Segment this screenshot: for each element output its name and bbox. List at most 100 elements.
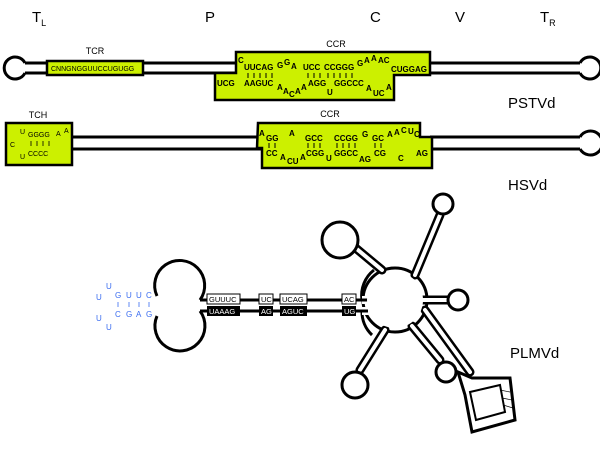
nucleotide-label: U [106, 323, 112, 332]
nucleotide-label: AG [416, 149, 428, 158]
nucleotide-label: A [366, 84, 372, 93]
nucleotide-label: CUGGAG [391, 65, 427, 74]
nucleotide-label: AGG [308, 79, 326, 88]
nucleotide-label: AGUC [282, 307, 304, 316]
hsvd-ccr-bottom-seq: CC A CU A CGG U GGCC AG CG C AG [266, 149, 428, 166]
nucleotide-label: G [357, 59, 363, 68]
hsvd-ccr-box [255, 121, 434, 170]
nucleotide-label: U [106, 282, 112, 291]
nucleotide-label: AC [344, 295, 355, 304]
nucleotide-label: UCG [217, 79, 235, 88]
nucleotide-label: A [289, 129, 295, 138]
nucleotide-label: A [283, 87, 289, 96]
nucleotide-label: CCGG [334, 134, 358, 143]
nucleotide-label: U [126, 291, 132, 300]
nucleotide-label: CU [287, 157, 299, 166]
nucleotide-label: C [115, 310, 121, 319]
nucleotide-label: A [387, 130, 393, 139]
nucleotide-label: A [364, 56, 370, 65]
nucleotide-label: UC [373, 89, 385, 98]
pstvd-structure: TCR CNNGNGGUUCCUGUGG CCR C UUCAG G G A U… [2, 39, 600, 112]
hsvd-ccr-label: CCR [320, 109, 340, 119]
nucleotide-label: GUUUC [209, 295, 237, 304]
nucleotide-label: U [327, 88, 333, 97]
nucleotide-label: U [96, 293, 102, 302]
nucleotide-label: CCCC [28, 151, 48, 158]
nucleotide-label: C [289, 90, 295, 99]
nucleotide-label: A [301, 83, 307, 92]
nucleotide-label: GG [266, 134, 278, 143]
hsvd-ccr-top-seq: A GG A GCC CCGG G GC A A C U C [259, 126, 420, 143]
nucleotide-label: C [414, 130, 420, 139]
nucleotide-label: AG [261, 307, 272, 316]
nucleotide-label: AC [378, 56, 390, 65]
nucleotide-label: CC [266, 149, 278, 158]
nucleotide-label: U [20, 129, 25, 136]
nucleotide-label: UC [261, 295, 272, 304]
nucleotide-label: A [386, 83, 392, 92]
nucleotide-label: UCAG [282, 295, 304, 304]
domain-tr-label: TR [540, 9, 556, 28]
tcr-sequence: CNNGNGGUUCCUGUGG [51, 66, 134, 73]
nucleotide-label: A [136, 310, 142, 319]
hsvd-label: HSVd [508, 177, 547, 194]
nucleotide-label: A [280, 153, 286, 162]
nucleotide-label: C [398, 154, 404, 163]
tch-seq: U GGGG A A C U CCCC [10, 128, 69, 161]
nucleotide-label: GGGG [28, 132, 50, 139]
nucleotide-label: A [371, 54, 377, 63]
pstvd-label: PSTVd [508, 95, 556, 112]
nucleotide-label: CG [374, 149, 386, 158]
domain-v-label: V [455, 9, 465, 26]
nucleotide-label: U [20, 154, 25, 161]
nucleotide-label: G [284, 58, 290, 67]
domain-tl-label: TL [32, 9, 46, 28]
right-terminal-loop [578, 129, 600, 157]
nucleotide-label: A [277, 83, 283, 92]
nucleotide-label: A [56, 131, 61, 138]
right-terminal-loop [578, 55, 600, 81]
domain-c-label: C [370, 9, 381, 26]
nucleotide-label: C [146, 291, 152, 300]
nucleotide-label: GGCC [334, 149, 358, 158]
nucleotide-label: A [394, 128, 400, 137]
nucleotide-label: AG [359, 155, 371, 164]
nucleotide-label: U [326, 154, 332, 163]
pstvd-ccr-bottom-seq: UCG AAGUC A A C A A AGG U GGCCC A UC A [217, 79, 392, 99]
nucleotide-label: U [408, 127, 414, 136]
plmvd-structure: U U U U G U U C C G A G GUUUC UAAAG [96, 192, 559, 434]
nucleotide-label: C [238, 56, 244, 65]
nucleotide-label: UCC [303, 63, 321, 72]
tch-label: TCH [29, 110, 48, 120]
hsvd-structure: TCH U GGGG A A C U CCCC CCR A GG A GCC C… [4, 109, 600, 194]
nucleotide-label: C [401, 126, 407, 135]
nucleotide-label: G [115, 291, 121, 300]
nucleotide-label: G [362, 130, 368, 139]
hairpin-loops [320, 192, 470, 400]
left-terminal-loop [2, 55, 27, 81]
nucleotide-label: AAGUC [244, 79, 274, 88]
nucleotide-label: GGCCC [334, 79, 364, 88]
base-pair-boxes: GUUUC UAAAG UC AG UCAG AGUC AC UG [206, 293, 357, 316]
nucleotide-label: UAAAG [209, 307, 235, 316]
plmvd-kissing-loop [455, 369, 517, 434]
pstvd-ccr-top-seq: C UUCAG G G A UCC CCGGG G A A AC CUGGAG [238, 54, 427, 74]
plmvd-label: PLMVd [510, 345, 559, 362]
blue-hairpin: U U U U G U U C C G A G [96, 282, 152, 332]
nucleotide-label: GCC [305, 134, 323, 143]
nucleotide-label: G [126, 310, 132, 319]
nucleotide-label: CCGGG [324, 63, 354, 72]
domain-p-label: P [205, 9, 215, 26]
nucleotide-label: A [259, 129, 265, 138]
nucleotide-label: CGG [306, 149, 324, 158]
nucleotide-label: GC [372, 134, 384, 143]
nucleotide-label: G [146, 310, 152, 319]
nucleotide-label: U [136, 291, 142, 300]
pstvd-ccr-label: CCR [326, 39, 346, 49]
nucleotide-label: A [295, 87, 301, 96]
nucleotide-label: A [300, 153, 306, 162]
tch-box [4, 121, 74, 167]
nucleotide-label: U [96, 314, 102, 323]
nucleotide-label: C [10, 142, 15, 149]
